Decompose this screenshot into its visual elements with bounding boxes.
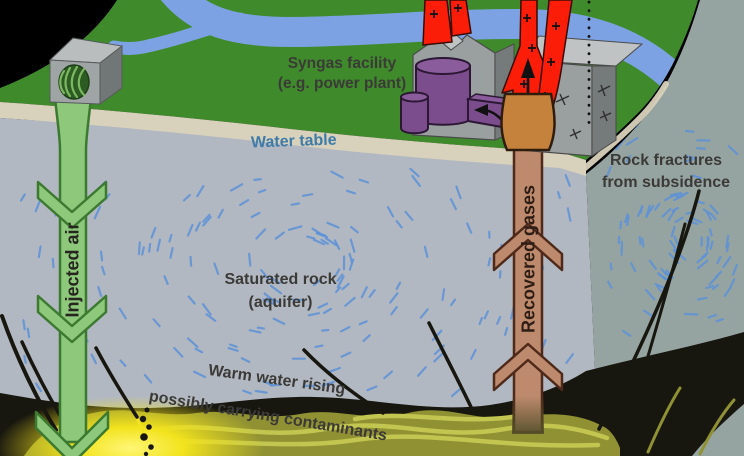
injection-well-arrow bbox=[34, 96, 110, 456]
saturated-rock-front-face bbox=[0, 118, 599, 456]
label-saturated-rock-line2: (aquifer) bbox=[248, 294, 313, 312]
label-saturated-rock-line1: Saturated rock bbox=[224, 271, 337, 288]
river bbox=[107, 0, 698, 111]
gas-tank-small-top bbox=[400, 91, 429, 103]
pipe-flow-arrowhead bbox=[474, 104, 488, 116]
label-syngas-facility-line2: (e.g. power plant) bbox=[277, 75, 407, 93]
groundwater-dashes-side bbox=[605, 124, 739, 337]
injection-chevron-1 bbox=[36, 180, 108, 230]
cube-side-face bbox=[99, 44, 123, 105]
injection-arrowhead bbox=[34, 410, 110, 456]
label-rock-fractures: Rock fractures from subsidence bbox=[589, 150, 743, 195]
label-injected-air: Injected air bbox=[62, 222, 83, 318]
river-main-channel bbox=[157, 0, 698, 111]
flare-stack-flame-left bbox=[422, 0, 453, 46]
label-syngas-facility: Syngas facility (e.g. power plant) bbox=[266, 54, 418, 95]
rock-side-face bbox=[586, 0, 744, 456]
syngas-facility bbox=[400, 0, 644, 157]
recovery-chevron-2 bbox=[492, 342, 564, 392]
label-recovered-gases: Recovered gases bbox=[518, 184, 539, 334]
groundwater-dashes-front bbox=[19, 167, 575, 398]
compressor-fan-icon bbox=[58, 64, 90, 100]
recovery-well-arrow bbox=[492, 146, 564, 434]
label-rock-fractures-line2: from subsidence bbox=[601, 174, 731, 192]
contaminant-bubbles bbox=[139, 407, 154, 456]
gas-tank-small bbox=[400, 96, 429, 135]
recovery-chevron-1 bbox=[492, 222, 564, 272]
gas-tank-large-top bbox=[415, 57, 471, 75]
label-water-table: Water table bbox=[250, 131, 337, 152]
river-branch bbox=[107, 12, 247, 55]
recovery-shaft-fade bbox=[512, 396, 544, 434]
soil-band bbox=[0, 102, 586, 176]
right-building-side bbox=[591, 65, 617, 157]
label-syngas-facility-line1: Syngas facility bbox=[287, 55, 397, 72]
cliff-soil-edge bbox=[582, 81, 669, 171]
injection-chevron-2 bbox=[36, 294, 108, 344]
flare-stack-flame-left-2 bbox=[449, 0, 472, 37]
label-saturated-rock: Saturated rock (aquifer) bbox=[193, 268, 368, 314]
gas-flow-arrowhead bbox=[521, 58, 535, 78]
flame-plus-marks bbox=[430, 4, 560, 100]
wellhead bbox=[500, 92, 556, 152]
label-rock-fractures-line1: Rock fractures bbox=[609, 152, 723, 169]
